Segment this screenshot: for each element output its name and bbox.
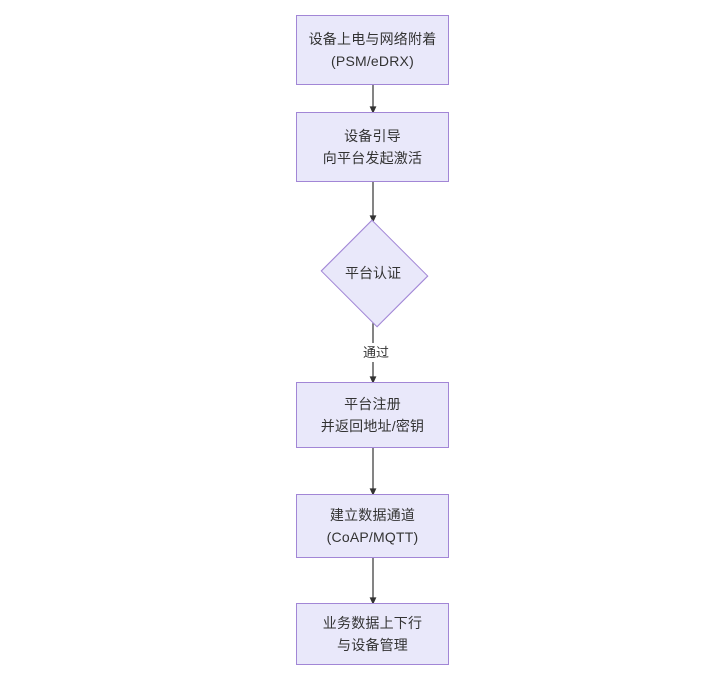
node-data-ops[interactable]: 业务数据上下行 与设备管理 xyxy=(296,603,449,665)
node-register-line2: 并返回地址/密钥 xyxy=(320,418,425,434)
node-bootstrap[interactable]: 设备引导 向平台发起激活 xyxy=(296,112,449,182)
node-data-ops-line1: 业务数据上下行 xyxy=(322,615,423,631)
node-bootstrap-line2: 向平台发起激活 xyxy=(322,150,423,166)
node-register[interactable]: 平台注册 并返回地址/密钥 xyxy=(296,382,449,448)
node-channel-line1: 建立数据通道 xyxy=(329,507,416,523)
node-power-on-line1: 设备上电与网络附着 xyxy=(308,31,437,47)
node-auth-decision[interactable]: 平台认证 xyxy=(317,219,429,328)
node-bootstrap-line1: 设备引导 xyxy=(344,128,401,144)
node-auth-label: 平台认证 xyxy=(345,264,401,281)
edge-label-pass: 通过 xyxy=(355,343,397,362)
node-power-on[interactable]: 设备上电与网络附着 (PSM/eDRX) xyxy=(296,15,449,85)
node-power-on-line2: (PSM/eDRX) xyxy=(331,53,414,69)
node-register-line1: 平台注册 xyxy=(344,396,401,412)
node-data-ops-line2: 与设备管理 xyxy=(337,637,408,653)
node-channel[interactable]: 建立数据通道 (CoAP/MQTT) xyxy=(296,494,449,558)
node-channel-line2: (CoAP/MQTT) xyxy=(326,529,419,545)
